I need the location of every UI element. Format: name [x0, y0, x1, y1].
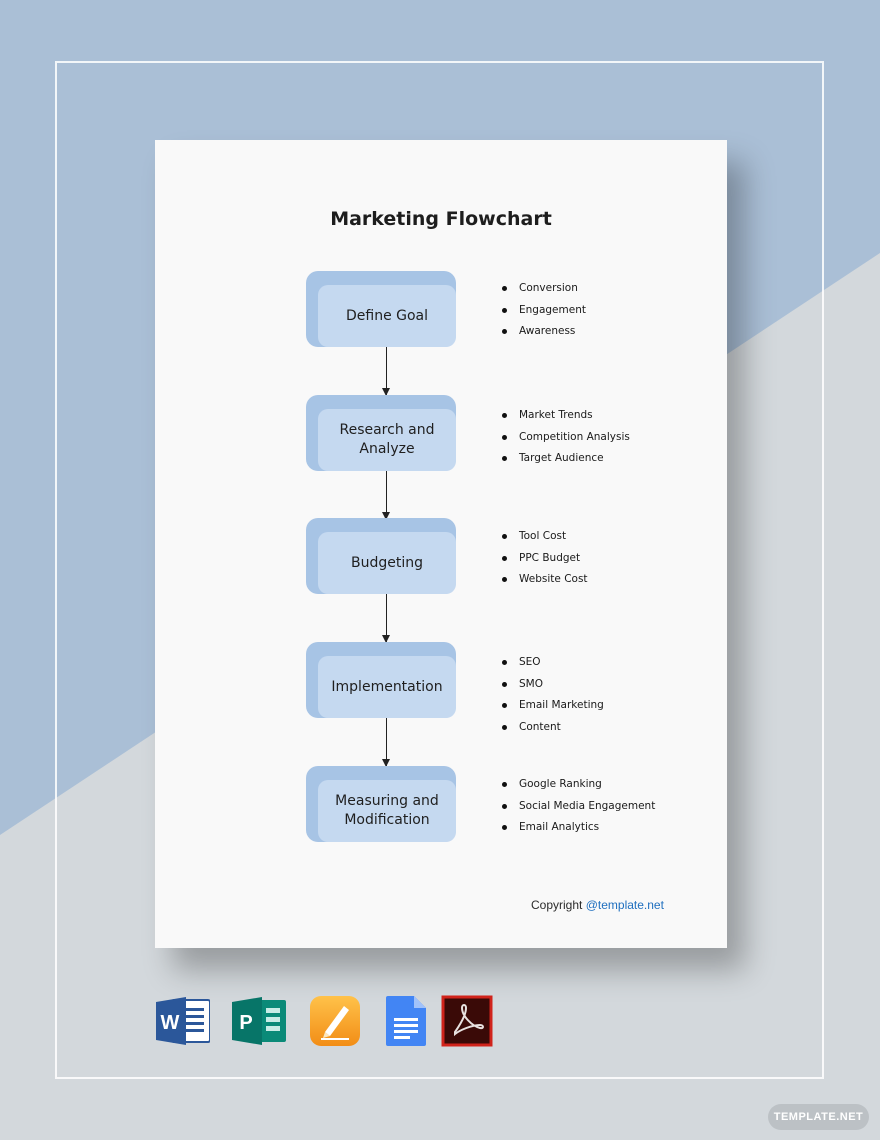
list-item: SMO [501, 674, 604, 696]
list-item: Content [501, 717, 604, 739]
flow-arrow [382, 594, 390, 643]
flow-arrow [382, 347, 390, 396]
flow-step-research: Research and Analyze [306, 395, 456, 471]
list-item: Competition Analysis [501, 427, 630, 449]
step-label: Measuring and Modification [318, 780, 456, 842]
copyright-notice: Copyright @template.net [531, 898, 664, 912]
svg-text:P: P [239, 1012, 252, 1034]
publisher-icon[interactable]: P [232, 994, 286, 1048]
pdf-icon[interactable] [440, 994, 494, 1048]
step-details-list: Market Trends Competition Analysis Targe… [501, 405, 630, 470]
svg-text:W: W [161, 1012, 180, 1034]
step-details-list: Conversion Engagement Awareness [501, 278, 586, 343]
list-item: Engagement [501, 300, 586, 322]
flow-step-measuring: Measuring and Modification [306, 766, 456, 842]
flow-step-implementation: Implementation [306, 642, 456, 718]
flow-step-define-goal: Define Goal [306, 271, 456, 347]
list-item: PPC Budget [501, 548, 588, 570]
step-label-line: Analyze [359, 441, 415, 457]
step-label-line: Measuring and [335, 793, 439, 809]
list-item: Market Trends [501, 405, 630, 427]
flow-arrow [382, 718, 390, 767]
list-item: Target Audience [501, 448, 630, 470]
word-icon[interactable]: W [156, 994, 210, 1048]
list-item: Tool Cost [501, 526, 588, 548]
flow-arrow [382, 471, 390, 520]
copyright-link[interactable]: @template.net [585, 898, 664, 912]
step-label-line: Define Goal [345, 307, 429, 324]
step-label-line: Modification [344, 812, 430, 828]
list-item: Email Analytics [501, 817, 655, 839]
list-item: Website Cost [501, 569, 588, 591]
step-label: Research and Analyze [318, 409, 456, 471]
list-item: Email Marketing [501, 695, 604, 717]
step-label-line: Implementation [331, 678, 443, 695]
step-label: Implementation [318, 656, 456, 718]
decorative-frame [55, 61, 824, 1079]
step-label-line: Research and [339, 422, 435, 438]
copyright-prefix: Copyright [531, 898, 586, 912]
list-item: SEO [501, 652, 604, 674]
document-title: Marketing Flowchart [330, 208, 552, 230]
list-item: Awareness [501, 321, 586, 343]
step-label: Define Goal [318, 285, 456, 347]
list-item: Google Ranking [501, 774, 655, 796]
step-details-list: SEO SMO Email Marketing Content [501, 652, 604, 738]
pages-icon[interactable] [308, 994, 362, 1048]
google-docs-icon[interactable] [380, 994, 434, 1048]
template-net-watermark: TEMPLATE.NET [768, 1104, 869, 1130]
step-details-list: Google Ranking Social Media Engagement E… [501, 774, 655, 839]
step-label-line: Budgeting [350, 554, 423, 571]
document-page: Marketing Flowchart Define Goal Conversi… [155, 140, 727, 948]
step-label: Budgeting [318, 532, 456, 594]
list-item: Conversion [501, 278, 586, 300]
list-item: Social Media Engagement [501, 796, 655, 818]
flow-step-budgeting: Budgeting [306, 518, 456, 594]
step-details-list: Tool Cost PPC Budget Website Cost [501, 526, 588, 591]
